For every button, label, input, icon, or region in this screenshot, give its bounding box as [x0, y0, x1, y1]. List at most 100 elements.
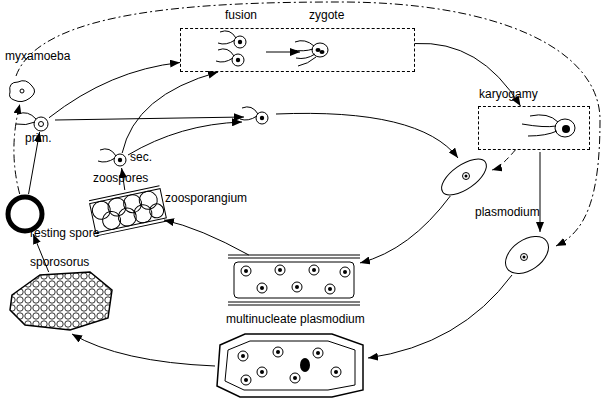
stage-label: myxamoeba	[5, 50, 70, 63]
zoosporangium-node: zoosporangium	[92, 190, 164, 234]
stage-label: sporosorus	[30, 256, 89, 269]
sporosorus-shape	[10, 272, 112, 330]
stage-label: sec.	[130, 151, 152, 164]
stage-label: zygote	[309, 9, 344, 22]
plasmodium-outline	[225, 341, 355, 390]
nucleus	[290, 373, 300, 383]
nucleolus	[312, 268, 316, 272]
cycle-arrows	[16, 2, 600, 366]
dash-dot-arrow	[16, 2, 600, 246]
primary-zoospore-node: prim.	[33, 116, 49, 132]
nucleus	[309, 265, 319, 275]
cycle-arrow	[276, 113, 458, 158]
cell-wall	[228, 255, 360, 256]
cell-wall	[228, 302, 360, 303]
cell-wall	[89, 186, 159, 201]
plasmodium-shape	[436, 152, 492, 201]
nucleus	[292, 282, 302, 292]
large-nucleus	[300, 358, 310, 372]
nucleolus	[260, 370, 264, 374]
fused-nucleus	[562, 125, 570, 133]
nucleus	[257, 283, 267, 293]
nucleolus	[244, 378, 248, 382]
nucleolus	[293, 376, 297, 380]
nucleus	[257, 367, 267, 377]
zygote-nucleus	[320, 50, 325, 54]
nucleus	[313, 348, 323, 358]
cycle-connector	[122, 168, 125, 190]
fusion-box: fusionzygote	[180, 28, 415, 72]
nucleolus	[316, 351, 320, 355]
myxamoeba-shape	[10, 81, 35, 102]
cycle-connector	[415, 43, 521, 106]
nucleolus	[241, 354, 245, 358]
nuclei	[238, 347, 341, 385]
nucleolus	[244, 269, 248, 273]
nucleus	[275, 265, 285, 275]
multinucleate-plasmodium-node: multinucleate plasmodium	[228, 255, 360, 305]
cell-wall	[228, 305, 360, 306]
plasmodium-nucleolus	[465, 175, 468, 178]
stage-label: prim.	[25, 132, 52, 145]
nucleolus	[276, 350, 280, 354]
plasmodium-nucleus	[521, 254, 528, 261]
plasmodium-nucleolus	[523, 256, 526, 259]
secondary-zoospore	[98, 149, 126, 166]
plasmodium-outline	[234, 262, 354, 298]
nucleolus	[334, 370, 338, 374]
cycle-connector	[33, 234, 49, 272]
flagella	[522, 115, 558, 136]
nucleus	[325, 284, 335, 294]
nucleoli	[241, 350, 338, 382]
nucleus	[238, 351, 248, 361]
nucleus	[273, 347, 283, 357]
cycle-connector	[122, 72, 218, 153]
nucleus	[241, 266, 251, 276]
free-label: zoospores	[93, 172, 148, 185]
cycle-connector	[29, 132, 40, 194]
fusing-zoospore	[216, 49, 244, 66]
nucleolus	[260, 286, 264, 290]
sporosorus-node: sporosorus	[8, 272, 113, 330]
cycle-arrow	[368, 275, 512, 358]
zoospore-nucleus	[39, 122, 44, 127]
nucleoli	[244, 268, 347, 291]
myxamoeba-node: myxamoeba	[8, 80, 38, 104]
cycle-connector	[14, 104, 20, 194]
plasmodium-shape	[499, 229, 556, 281]
nucleus	[340, 267, 350, 277]
secondary-zoospore-node: sec.	[113, 153, 128, 168]
host-cell	[217, 334, 363, 397]
stage-label: plasmodium	[475, 206, 540, 219]
stage-label: fusion	[225, 9, 257, 22]
cycle-arrow	[540, 152, 541, 232]
cycle-connector	[360, 196, 450, 263]
plasmodium-nucleus	[463, 173, 470, 180]
nucleolus	[278, 268, 282, 272]
stage-label: resting spore	[30, 227, 99, 240]
flagella	[292, 41, 316, 66]
nucleus	[331, 367, 341, 377]
stage-label: karyogamy	[479, 88, 538, 101]
fusing-zoospore	[218, 31, 246, 48]
nucleolus	[328, 287, 332, 291]
cycle-arrow	[55, 117, 244, 120]
primary-zoospore	[34, 117, 48, 131]
cycle-connector	[492, 150, 515, 170]
free-zoospore	[240, 107, 268, 124]
cell-wall	[228, 258, 360, 259]
stage-label: zoosporangium	[165, 192, 247, 205]
stage-label: multinucleate plasmodium	[226, 313, 365, 326]
cycle-connector	[164, 220, 249, 255]
resting-spore-wall	[8, 197, 42, 231]
flagella	[16, 113, 36, 125]
myxamoeba-nucleus	[20, 89, 24, 93]
karyogamy-box: karyogamy	[478, 106, 590, 150]
plasmodium-node: plasmodium	[437, 158, 492, 196]
resting-spore-node: resting spore	[5, 194, 45, 234]
sporangium-lobe	[148, 203, 165, 220]
nucleus	[241, 375, 251, 385]
